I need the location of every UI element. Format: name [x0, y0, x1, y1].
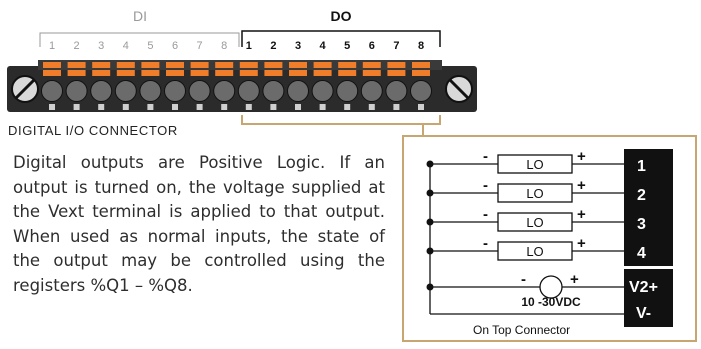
do-callout-bracket	[241, 115, 441, 125]
terminal-v2-plus: V2+	[629, 279, 658, 296]
terminal-screw	[114, 62, 137, 110]
load-row: - + LO	[426, 177, 624, 203]
output-terminal-block	[624, 149, 673, 266]
load-minus: -	[483, 148, 488, 165]
terminal-2: 2	[637, 187, 646, 204]
do-number-6: 6	[369, 40, 375, 52]
terminal-screw	[188, 62, 211, 110]
terminal-screw	[287, 62, 309, 110]
terminal-screw	[65, 62, 88, 110]
di-number-2: 2	[74, 40, 80, 52]
positive-logic-description: Digital outputs are Positive Logic. If a…	[13, 153, 385, 295]
load-plus: +	[577, 235, 586, 252]
power-terminal-block	[624, 269, 673, 327]
load-plus: +	[577, 177, 586, 194]
do-number-7: 7	[393, 40, 399, 52]
load-row: - + LO	[426, 148, 624, 174]
top-connector-note: On Top Connector	[473, 323, 570, 337]
load-minus: -	[483, 177, 488, 194]
load-row: - + LO	[426, 235, 624, 261]
terminal-4: 4	[637, 245, 646, 262]
do-number-3: 3	[295, 40, 301, 52]
terminal-screw	[213, 62, 236, 110]
load-label: LO	[526, 244, 543, 259]
di-bracket	[39, 32, 240, 47]
di-number-8: 8	[221, 40, 227, 52]
di-label: DI	[133, 8, 147, 24]
load-label: LO	[526, 186, 543, 201]
load-label: LO	[526, 157, 543, 172]
connector-caption: DIGITAL I/O CONNECTOR	[8, 123, 178, 138]
terminal-screw	[164, 62, 186, 110]
di-number-5: 5	[147, 40, 153, 52]
supply-minus: -	[521, 271, 526, 288]
terminal-1: 1	[637, 158, 646, 175]
di-number-3: 3	[98, 40, 104, 52]
load-label: LO	[526, 215, 543, 230]
right-mounting-screw	[445, 75, 473, 103]
terminal-v-minus: V-	[636, 305, 651, 322]
do-number-2: 2	[270, 40, 276, 52]
load-rows: -+LO-+LO-+LO-+LO	[426, 148, 624, 291]
do-number-5: 5	[344, 40, 350, 52]
terminal-screw	[262, 62, 285, 110]
load-minus: -	[483, 206, 488, 223]
terminal-numbers: 1 2 3 4 5 6 7 8 1 2 3 4 5 6 7 8	[49, 40, 424, 52]
do-number-4: 4	[320, 40, 327, 52]
terminal-screw	[311, 62, 334, 110]
load-plus: +	[577, 206, 586, 223]
load-row: - + LO	[426, 206, 624, 232]
terminal-screw	[237, 62, 260, 110]
terminal-screw	[41, 62, 63, 110]
di-number-6: 6	[172, 40, 178, 52]
do-label: DO	[331, 8, 352, 24]
do-bracket	[241, 30, 441, 47]
di-number-1: 1	[49, 40, 55, 52]
terminal-3: 3	[637, 216, 646, 233]
load-plus: +	[577, 148, 586, 165]
terminal-screw	[360, 62, 383, 110]
terminal-screw	[336, 62, 359, 110]
connector-terminals	[41, 62, 432, 110]
left-mounting-screw	[11, 75, 39, 103]
di-number-4: 4	[123, 40, 129, 52]
supply-voltage-label: 10 -30VDC	[521, 295, 581, 309]
do-number-1: 1	[246, 40, 252, 52]
di-number-7: 7	[197, 40, 203, 52]
terminal-screw	[139, 62, 162, 110]
do-number-8: 8	[418, 40, 424, 52]
terminal-screw	[385, 62, 408, 110]
load-minus: -	[483, 235, 488, 252]
supply-plus: +	[570, 271, 579, 288]
terminal-screw	[410, 62, 432, 110]
terminal-screw	[90, 62, 113, 110]
